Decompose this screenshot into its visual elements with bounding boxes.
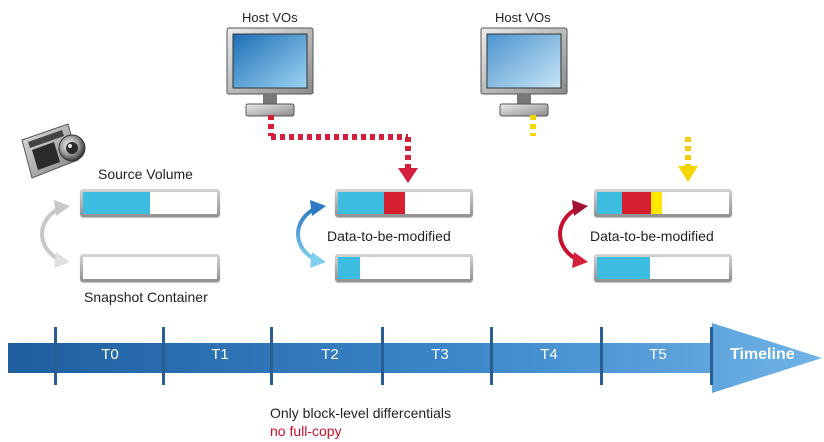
copied-block [597, 257, 650, 279]
data-to-be-modified-label-t2: Data-to-be-modified [327, 228, 451, 244]
new-modified-block [651, 192, 662, 214]
monitor-icon [480, 27, 568, 117]
write-arrow-red [268, 115, 418, 183]
tick-label-t5: T5 [649, 346, 667, 363]
monitor-icon [226, 27, 314, 117]
source-volume-bar-t5 [594, 189, 732, 217]
timeline-tick [162, 327, 165, 385]
footnote-line-2: no full-copy [270, 423, 342, 439]
timeline-label: Timeline [730, 346, 795, 363]
tick-label-t4: T4 [540, 346, 558, 363]
source-volume-bar-t2 [335, 189, 473, 217]
tick-label-t3: T3 [431, 346, 449, 363]
snapshot-container-bar [80, 254, 220, 282]
sync-arrow-gray [40, 200, 70, 268]
tick-label-t1: T1 [211, 346, 229, 363]
timeline-tick [381, 327, 384, 385]
timeline-arrow [8, 323, 822, 393]
used-block [338, 192, 385, 214]
host-vos-label-right: Host VOs [495, 10, 551, 25]
source-volume-bar [80, 189, 220, 217]
modified-block [622, 192, 652, 214]
footnote-line-1: Only block-level differcentials [270, 405, 452, 421]
modified-block [384, 192, 406, 214]
snapshot-container-bar-t5 [594, 254, 732, 282]
timeline-tick [270, 327, 273, 385]
tick-label-t2: T2 [321, 346, 339, 363]
timeline-tick [710, 327, 713, 385]
used-block [597, 192, 623, 214]
tick-label-t0: T0 [101, 346, 119, 363]
timeline-tick [54, 327, 57, 385]
data-to-be-modified-label-t5: Data-to-be-modified [590, 228, 714, 244]
copy-arrow-blue [296, 200, 326, 268]
write-arrow-yellow [530, 115, 698, 182]
copy-arrow-red [558, 200, 588, 268]
snapshot-container-label: Snapshot Container [84, 289, 208, 305]
copied-block [338, 257, 361, 279]
camera-icon [21, 123, 86, 179]
used-block [83, 192, 150, 214]
source-volume-label: Source Volume [98, 166, 193, 182]
snapshot-container-bar-t2 [335, 254, 473, 282]
timeline-tick [490, 327, 493, 385]
host-vos-label-left: Host VOs [242, 10, 298, 25]
timeline-tick [600, 327, 603, 385]
